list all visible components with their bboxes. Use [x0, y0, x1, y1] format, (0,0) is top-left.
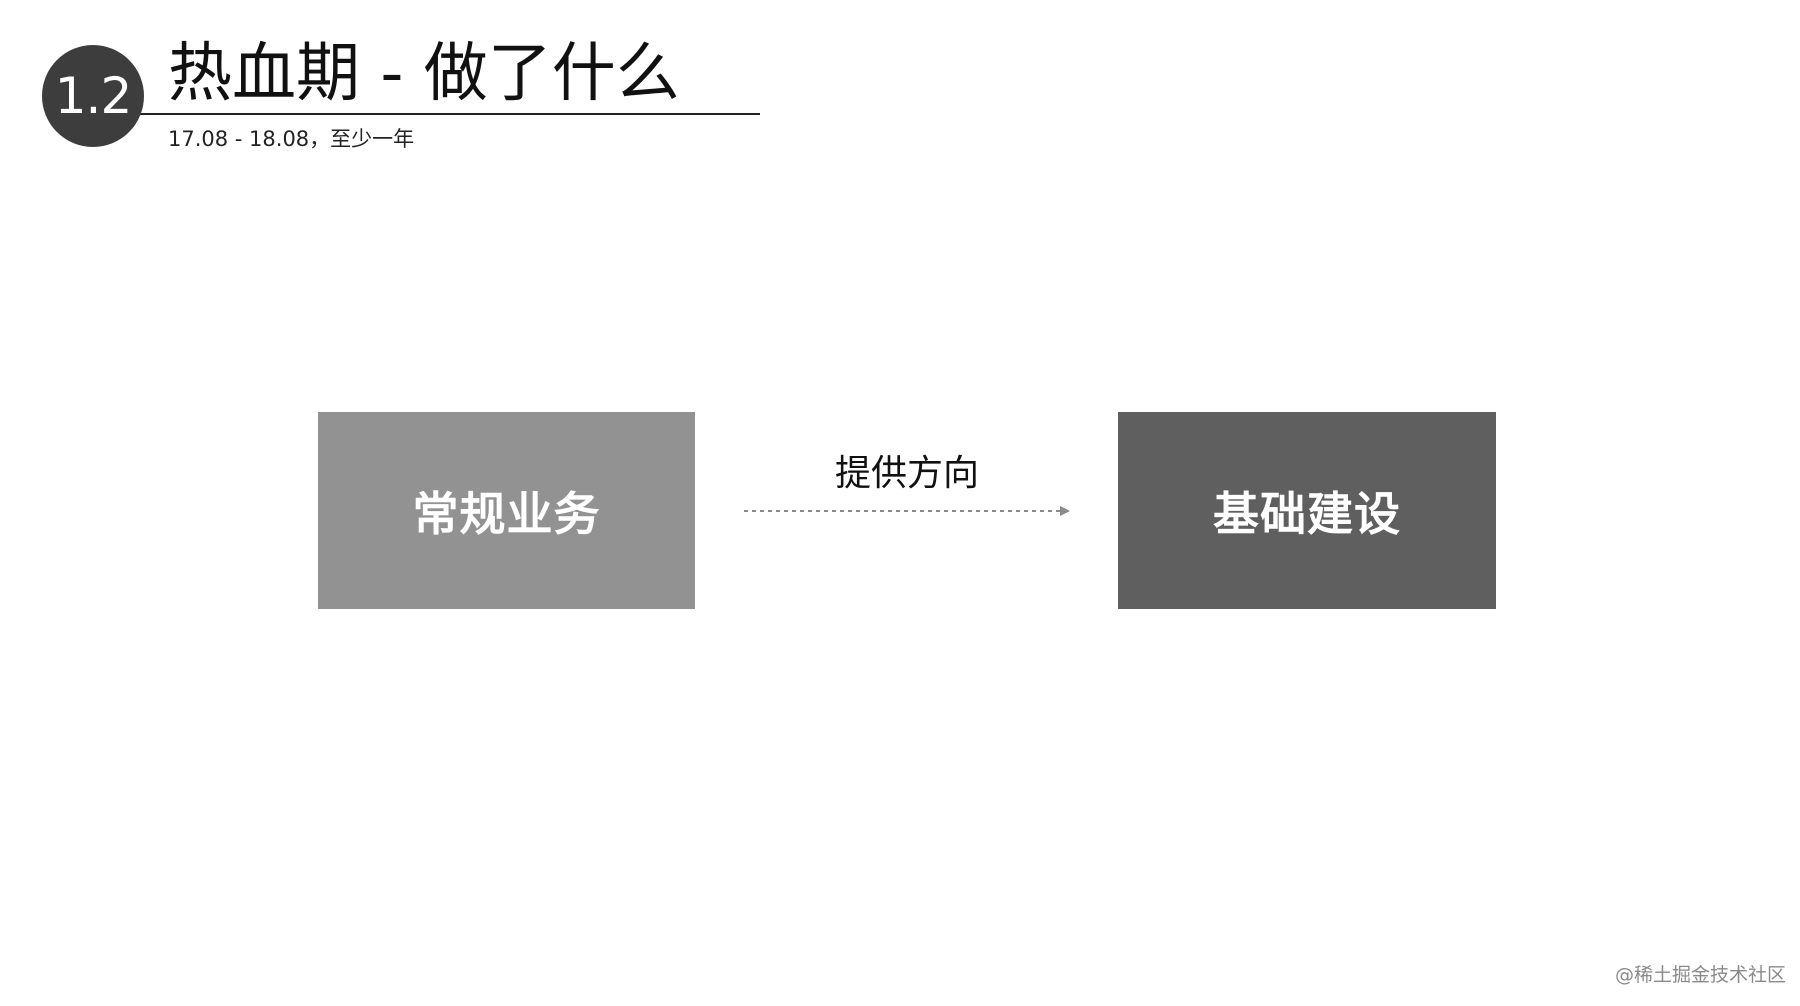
- dashed-arrow: [744, 506, 1070, 516]
- arrow-head: [1060, 506, 1070, 516]
- node-label: 基础建设: [1213, 486, 1401, 541]
- edge-label: 提供方向: [834, 453, 979, 494]
- node-infrastructure: 基础建设: [1118, 412, 1496, 609]
- node-regular-business: 常规业务: [318, 412, 695, 609]
- node-label: 常规业务: [412, 486, 601, 541]
- watermark: @稀土掘金技术社区: [1614, 964, 1786, 986]
- page-subtitle: 17.08 - 18.08，至少一年: [168, 127, 415, 151]
- page-title: 热血期 - 做了什么: [168, 37, 680, 111]
- title-underline: [120, 113, 760, 115]
- section-number-badge: 1.2: [42, 45, 144, 147]
- section-number: 1.2: [54, 67, 133, 125]
